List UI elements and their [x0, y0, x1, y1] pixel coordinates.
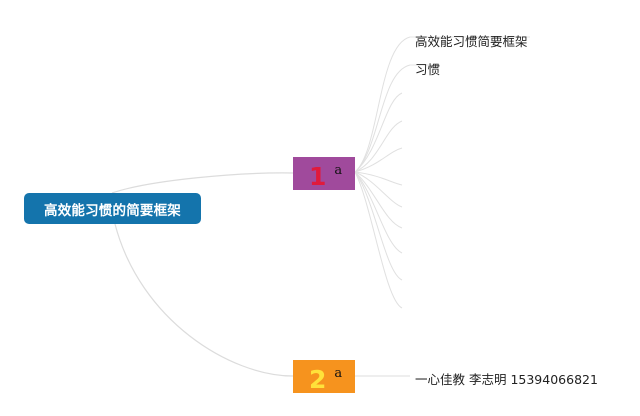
branch-node-2[interactable]: 2 a: [293, 360, 355, 393]
leaf-underlines: [410, 36, 530, 66]
branch-node-1[interactable]: 1 a: [293, 157, 355, 190]
branch-2-suffix: a: [334, 366, 343, 381]
branch-1-fan: [354, 36, 411, 309]
leaf-habit[interactable]: 习惯: [415, 62, 441, 77]
leaf-framework[interactable]: 高效能习惯简要框架: [415, 34, 528, 49]
branch-1-number: 1: [309, 162, 327, 191]
leaf-author-contact[interactable]: 一心佳教 李志明 15394066821: [415, 372, 598, 387]
root-node[interactable]: 高效能习惯的简要框架: [24, 193, 201, 224]
branch-2-number: 2: [309, 365, 327, 394]
branch-1-suffix: a: [334, 163, 343, 178]
connector-root-branch-2: [114, 223, 294, 377]
connector-root-branch-1: [111, 172, 294, 194]
root-node-label: 高效能习惯的简要框架: [44, 202, 181, 219]
